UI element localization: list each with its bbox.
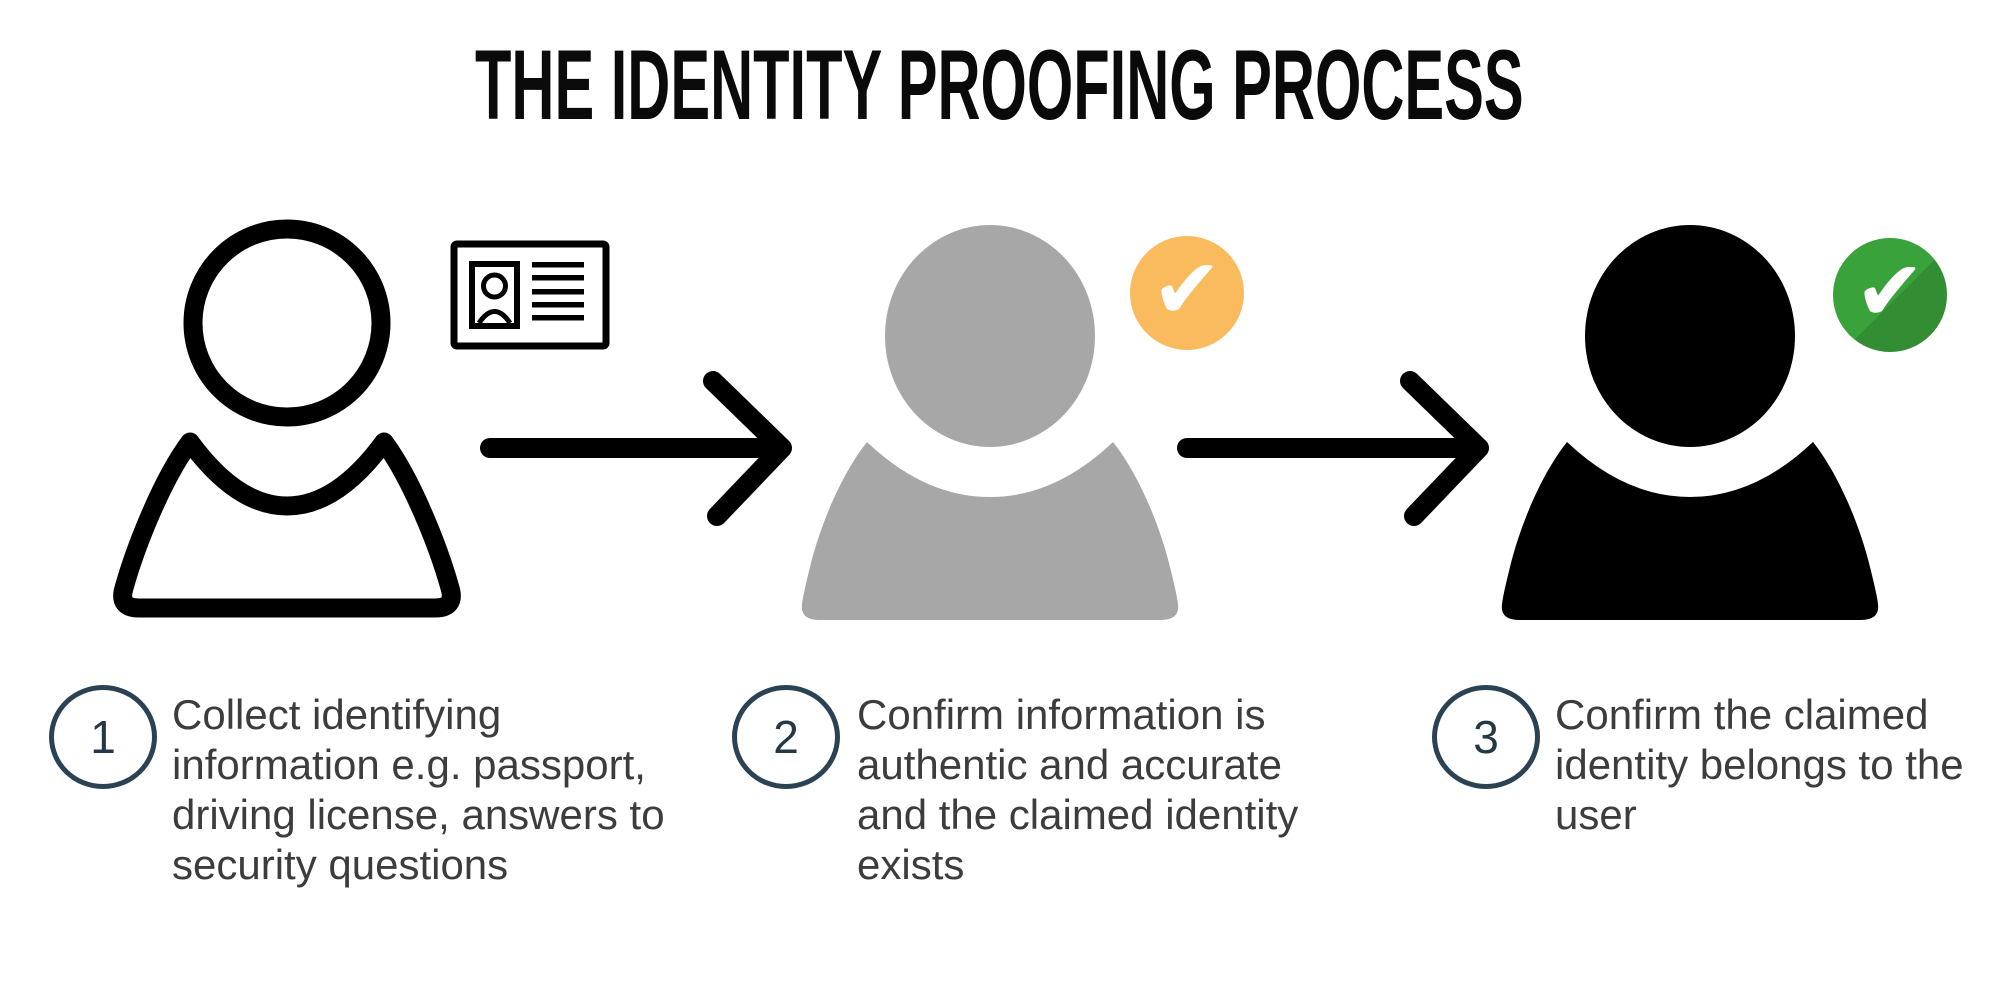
step-text-line: exists [857, 841, 965, 888]
arrow-right-icon [480, 371, 792, 526]
arrow-right-icon [1177, 371, 1489, 526]
step-3-number-circle: 3 [1432, 685, 1540, 789]
step-number: 3 [1473, 711, 1499, 763]
step-text-line: Confirm the claimed [1555, 691, 1929, 738]
step-text-line: driving license, answers to [172, 791, 665, 838]
step-text-line: Collect identifying [172, 691, 502, 738]
check-icon: ✔ [1854, 242, 1926, 340]
step-number: 2 [773, 711, 799, 763]
person-outline-icon [113, 219, 461, 618]
step-1-description: Collect identifying information e.g. pas… [172, 690, 665, 890]
step-text-line: Confirm information is [857, 691, 1266, 738]
step-2-number-circle: 2 [732, 685, 840, 789]
step-3-description: Confirm the claimed identity belongs to … [1555, 690, 1964, 840]
step-text-line: information e.g. passport, [172, 741, 646, 788]
check-icon: ✔ [1151, 240, 1223, 338]
step-number: 1 [90, 711, 116, 763]
badge-shadow [1833, 238, 1947, 352]
step-text-line: user [1555, 791, 1637, 838]
id-card-icon [450, 240, 610, 350]
step-text-line: identity belongs to the [1555, 741, 1964, 788]
step-text-line: and the claimed identity [857, 791, 1299, 838]
step-2-description: Confirm information is authentic and acc… [857, 690, 1298, 890]
step-text-line: security questions [172, 841, 509, 888]
person-black-icon [1501, 225, 1879, 620]
orange-check-badge: ✔ [1130, 236, 1244, 350]
green-check-badge: ✔ [1833, 238, 1947, 352]
step-1-number-circle: 1 [49, 685, 157, 789]
step-text-line: authentic and accurate [857, 741, 1282, 788]
page-title: THE IDENTITY PROOFING PROCESS [475, 29, 1524, 140]
person-gray-icon [801, 225, 1179, 620]
